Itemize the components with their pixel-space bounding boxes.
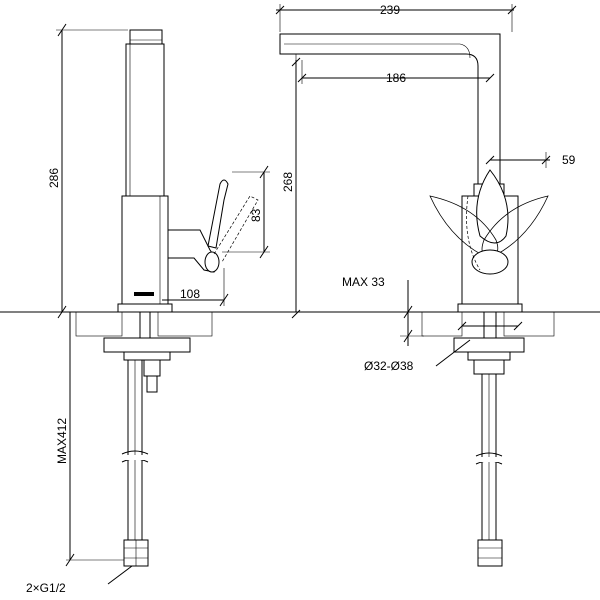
dim-handle-swing: 59	[562, 153, 576, 167]
spout-arm	[279, 33, 501, 185]
hose-nut-right	[477, 539, 503, 567]
handle-front	[429, 169, 549, 275]
front-view: 239 186 268 59 MAX 33 Ø32-Ø38	[275, 3, 576, 567]
spout-cap	[129, 29, 163, 45]
label-connection: 2×G1/2	[26, 581, 66, 595]
side-view: 286 83 108 MAX412 2×G1/2	[26, 23, 270, 595]
brand-label	[134, 292, 154, 296]
dim-handle-reach: 108	[180, 287, 200, 301]
dim-spout-inner: 186	[386, 71, 406, 85]
dim-total-height: 286	[47, 168, 61, 188]
counter-block-right-2	[503, 311, 555, 337]
dim-spout-height: 268	[281, 172, 295, 192]
dim-handle-height: 83	[249, 208, 263, 222]
counter-block-left	[75, 311, 123, 337]
counter-block-right-1	[421, 311, 463, 337]
dim-hole-diameter: Ø32-Ø38	[364, 359, 414, 373]
counter-block-right	[157, 311, 213, 337]
spout-body	[125, 43, 165, 197]
dim-spout-reach: 239	[380, 3, 400, 17]
faucet-base	[121, 195, 169, 305]
dim-hose-length: MAX412	[55, 418, 69, 464]
dim-max-counter: MAX 33	[342, 275, 385, 289]
